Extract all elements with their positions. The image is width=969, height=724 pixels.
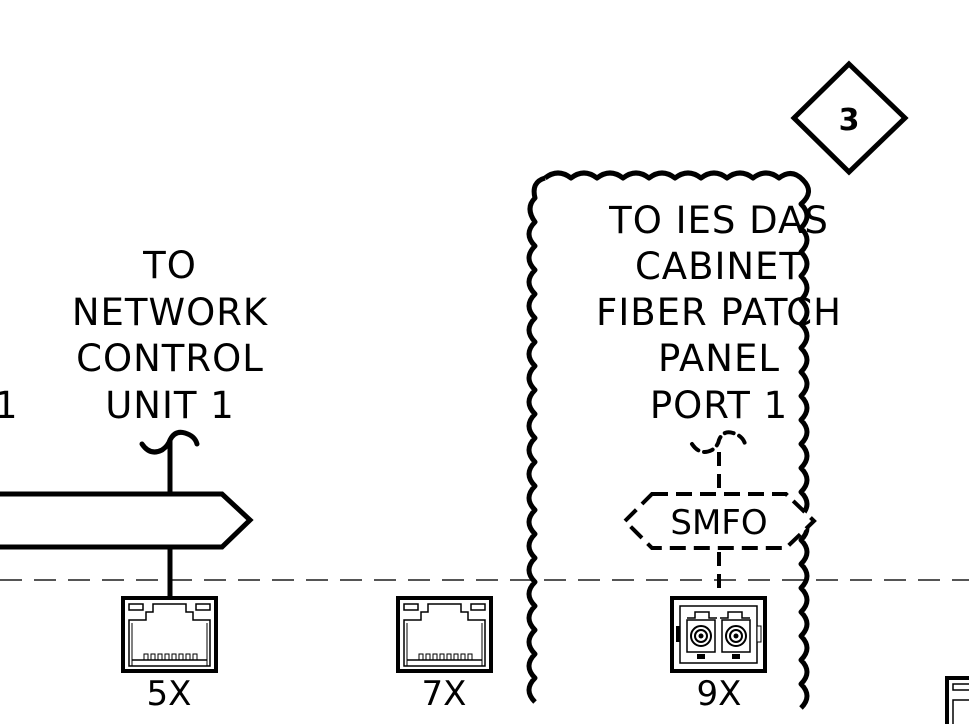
port-label: 9X xyxy=(697,674,742,714)
fiber-label-line: PANEL xyxy=(658,337,780,380)
fiber-label: TO IES DAS CABINET FIBER PATCH PANEL POR… xyxy=(596,199,842,427)
network-label-line: CONTROL xyxy=(76,337,264,380)
fiber-label-line: CABINET xyxy=(635,245,803,288)
rj45-port-5x[interactable] xyxy=(121,596,218,673)
network-label: TO NETWORK CONTROL UNIT 1 xyxy=(72,244,269,427)
fiber-port-9x[interactable] xyxy=(670,596,767,673)
partial-port xyxy=(945,676,969,724)
network-label-line: NETWORK xyxy=(72,291,269,334)
fiber-label-line: PORT 1 xyxy=(650,384,788,427)
revision-tag-number: 3 xyxy=(839,103,860,138)
revision-tag: 3 xyxy=(790,60,909,176)
network-label-line: UNIT 1 xyxy=(105,384,235,427)
revision-cloud xyxy=(526,170,811,710)
fiber-label-line: FIBER PATCH xyxy=(596,291,842,334)
port-label: 7X xyxy=(422,674,467,714)
port-label: 5X xyxy=(147,674,192,714)
fiber-hook-icon xyxy=(690,430,747,454)
left-edge-label: 1 xyxy=(0,384,19,427)
fiber-label-line: TO IES DAS xyxy=(608,199,829,242)
network-label-line: TO xyxy=(142,244,197,287)
bus-arrow xyxy=(0,491,254,550)
cable-type-label: SMFO xyxy=(670,503,767,543)
cable-type-tag: SMFO xyxy=(622,492,817,550)
rj45-port-7x[interactable] xyxy=(396,596,493,673)
